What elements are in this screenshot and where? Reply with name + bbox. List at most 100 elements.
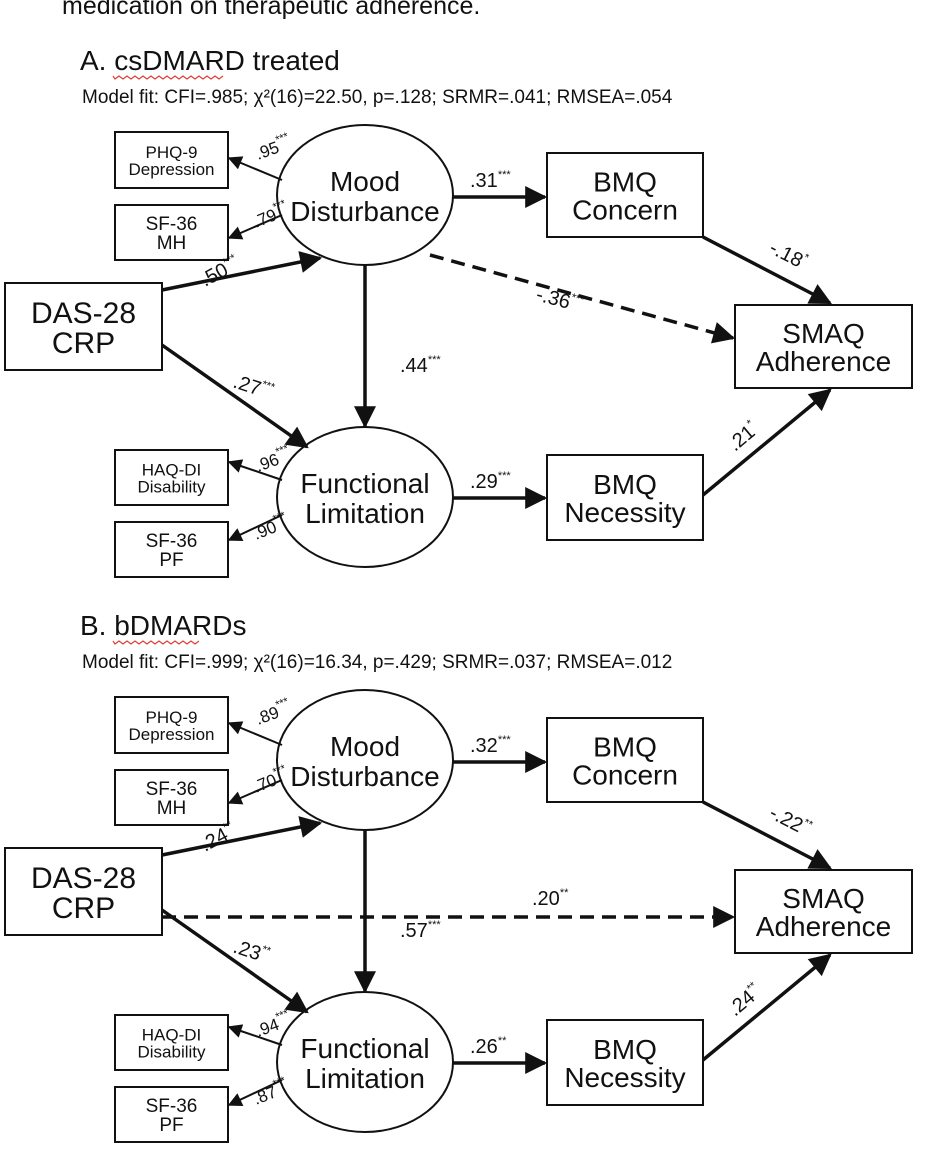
significance-stars: *** — [274, 1007, 291, 1023]
significance-stars: *** — [498, 470, 512, 482]
significance-stars: *** — [271, 197, 288, 213]
significance-stars: *** — [498, 169, 512, 181]
node-label-line1: SF-36 — [146, 779, 198, 800]
coefficient-value: .44 — [400, 355, 428, 377]
path-coefficient: .29*** — [470, 470, 511, 493]
node-label-line2: CRP — [52, 892, 115, 925]
node-label-line2: PF — [159, 1115, 183, 1136]
path-nec_smaq: .24** — [701, 953, 832, 1062]
node-label-line2: Disability — [137, 1042, 206, 1061]
node-box — [114, 769, 229, 826]
significance-stars: * — [745, 417, 757, 429]
node-box — [114, 521, 229, 578]
coefficient-value: -.18 — [766, 237, 807, 272]
node-box — [734, 869, 913, 954]
significance-stars: *** — [221, 252, 239, 269]
significance-stars: *** — [498, 734, 512, 746]
path-arrow — [227, 1079, 283, 1106]
node-label-line2: Depression — [129, 160, 215, 179]
path-coefficient: .32*** — [470, 734, 511, 757]
node-box — [114, 204, 229, 261]
path-arrow — [702, 800, 832, 870]
node-label-line1: PHQ-9 — [146, 708, 198, 727]
node-box — [546, 717, 704, 803]
path-func_nec: .29*** — [453, 470, 548, 509]
node-box — [114, 1086, 229, 1143]
path-coefficient: .31*** — [470, 169, 511, 192]
significance-stars: *** — [260, 378, 277, 394]
path-arrow — [227, 779, 283, 805]
path-arrow — [227, 1024, 283, 1046]
path-arrow — [227, 156, 283, 181]
node-label-line1: SF-36 — [146, 531, 198, 552]
path-coefficient: .89*** — [252, 695, 294, 728]
path-mood_func: .57*** — [354, 830, 441, 994]
significance-stars: *** — [271, 1074, 288, 1090]
node-label-line2: Concern — [572, 760, 678, 791]
latent-label-line2: Disturbance — [290, 761, 439, 792]
path-arrow — [160, 908, 309, 1014]
node-box — [546, 1019, 704, 1106]
latent-label-line1: Functional — [300, 468, 429, 499]
latent-label-line1: Functional — [300, 1033, 429, 1064]
node-label-line2: PF — [159, 550, 183, 571]
path-nec_smaq: .21* — [701, 388, 832, 497]
node-label-line2: Adherence — [756, 911, 891, 942]
path-concern_smaq: -.18* — [702, 235, 832, 305]
path-arrow — [227, 514, 283, 541]
node-label-line2: MH — [157, 798, 187, 819]
coefficient-value: .20 — [532, 888, 560, 910]
node-label-line1: BMQ — [593, 732, 657, 763]
significance-stars: * — [801, 252, 811, 265]
significance-stars: ** — [498, 1035, 507, 1047]
path-arrow — [227, 214, 283, 240]
node-label-line1: BMQ — [593, 167, 657, 198]
path-sf36pf: .87*** — [227, 1074, 288, 1109]
significance-stars: *** — [428, 919, 442, 931]
significance-stars: *** — [271, 762, 288, 778]
latent-label-line1: Mood — [330, 731, 400, 762]
node-label-line2: Necessity — [564, 497, 685, 528]
significance-stars: *** — [428, 354, 442, 366]
significance-stars: *** — [570, 292, 586, 307]
coefficient-value: .57 — [400, 920, 428, 942]
path-coefficient: .20** — [532, 887, 569, 910]
model-fit: Model fit: CFI=.999; χ²(16)=16.34, p=.42… — [82, 652, 672, 673]
path-coefficient: .57*** — [400, 919, 441, 942]
path-coefficient: -.36*** — [534, 283, 586, 318]
coefficient-value: -.22 — [766, 802, 807, 837]
path-concern_smaq: -.22** — [702, 800, 832, 870]
path-coefficient: .44*** — [400, 354, 441, 377]
node-box — [114, 1014, 229, 1071]
significance-stars: ** — [560, 887, 569, 899]
model-fit: Model fit: CFI=.985; χ²(16)=22.50, p=.12… — [82, 87, 673, 108]
path-arrow — [429, 253, 736, 344]
node-label-line1: BMQ — [593, 469, 657, 500]
caption-tail: medication on therapeutic adherence. — [62, 0, 480, 20]
path-arrow — [702, 235, 832, 305]
path-arrow — [701, 953, 832, 1062]
node-box — [4, 282, 163, 371]
node-label-line1: BMQ — [593, 1034, 657, 1065]
coefficient-value: .26 — [470, 1036, 498, 1058]
node-box — [114, 131, 229, 189]
path-coefficient: -.18* — [766, 236, 812, 274]
node-label-line1: DAS-28 — [31, 862, 136, 895]
panel-title: A. csDMARD treated — [80, 45, 340, 76]
path-func_nec: .26** — [453, 1035, 548, 1074]
